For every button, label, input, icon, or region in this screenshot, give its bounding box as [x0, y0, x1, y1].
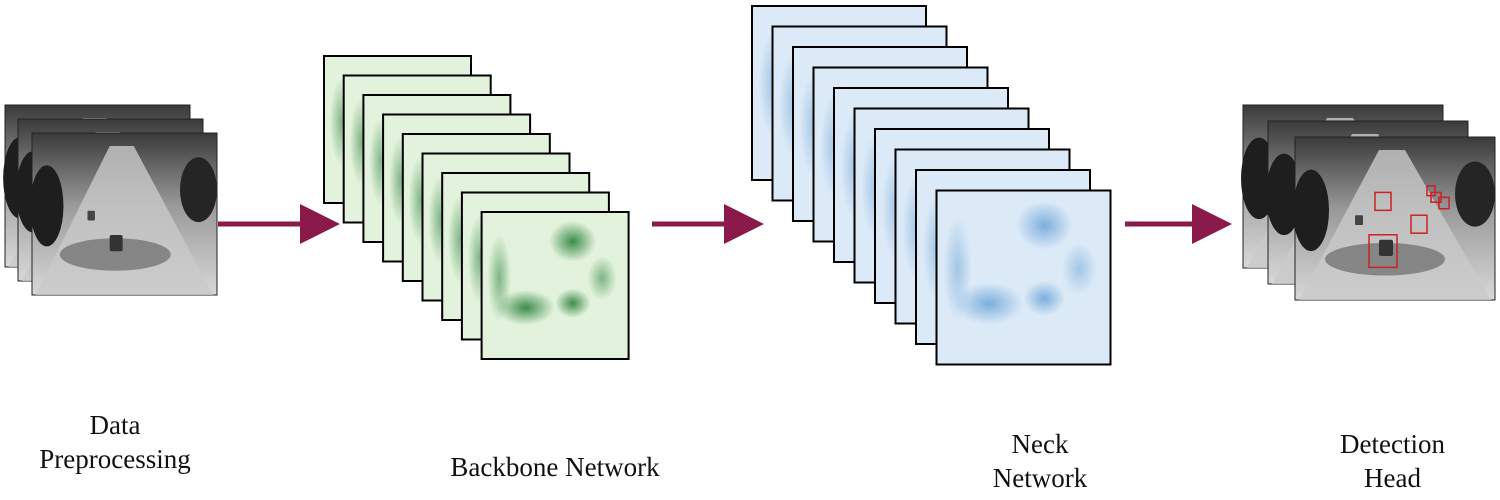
label-detection-head: Detection Head	[1340, 429, 1445, 493]
label-backbone-network: Backbone Network	[450, 452, 660, 482]
backbone-feature-map	[480, 211, 630, 360]
detection-image-stack	[1241, 104, 1496, 301]
neck-feature-map	[935, 189, 1112, 366]
neck-feature-map-stack	[751, 5, 1112, 366]
label-data-preprocessing: Data Preprocessing	[39, 410, 191, 474]
detection-frame	[1293, 136, 1496, 301]
input-frame	[30, 132, 218, 296]
input-image-stack	[3, 104, 218, 296]
backbone-feature-map-stack	[323, 55, 630, 360]
label-neck-network: Neck Network	[992, 429, 1088, 493]
